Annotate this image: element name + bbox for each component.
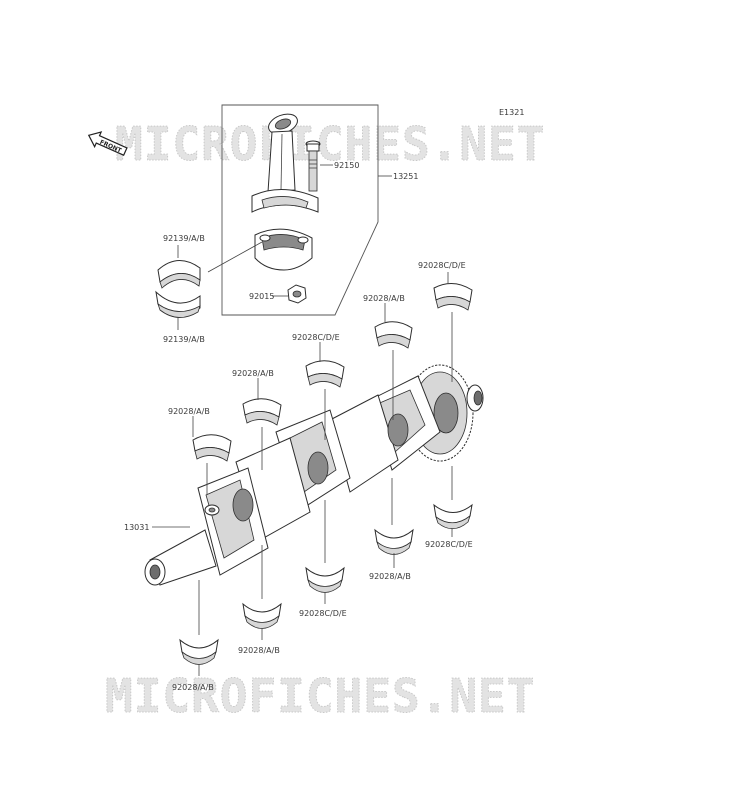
main-bearing-label-3: 92028C/D/E bbox=[292, 333, 340, 342]
main-bearing-label-8: 92028C/D/E bbox=[299, 609, 347, 618]
connecting-rod-cap bbox=[254, 228, 313, 271]
main-bearing-label-5: 92028/A/B bbox=[168, 407, 210, 416]
crankshaft bbox=[144, 364, 484, 586]
conrod-nut bbox=[287, 284, 307, 304]
main-bearing-label-9: 92028/A/B bbox=[238, 646, 280, 655]
rod-bearing-lower bbox=[155, 290, 201, 318]
main-bearing-label-2: 92028/A/B bbox=[363, 294, 405, 303]
label-conrod-bolt: 92150 bbox=[334, 161, 359, 170]
watermark-bottom: MICROFICHES.NET bbox=[105, 669, 535, 723]
main-bearing-4 bbox=[242, 398, 282, 426]
diagram-code: E1321 bbox=[499, 108, 524, 117]
main-bearing-label-6: 92028C/D/E bbox=[425, 540, 473, 549]
main-bearing-7 bbox=[374, 528, 414, 555]
conrod-assy-frame bbox=[221, 104, 379, 316]
rod-bearing-upper bbox=[157, 260, 201, 289]
label-bearing-lower: 92139/A/B bbox=[163, 335, 205, 344]
conrod-bolt bbox=[305, 140, 321, 192]
label-conrod-assy: 13251 bbox=[393, 172, 418, 181]
main-bearing-2 bbox=[374, 321, 413, 349]
watermark-top: MICROFICHES.NET bbox=[115, 117, 545, 171]
main-bearing-label-1: 92028C/D/E bbox=[418, 261, 466, 270]
main-bearing-8 bbox=[305, 566, 345, 593]
main-bearing-5 bbox=[192, 434, 232, 462]
leader-rod-bearing bbox=[207, 241, 263, 273]
label-crankshaft: 13031 bbox=[124, 523, 149, 532]
main-bearing-10 bbox=[179, 638, 219, 665]
label-bearing-upper: 92139/A/B bbox=[163, 234, 205, 243]
main-bearing-9 bbox=[242, 602, 282, 629]
main-bearing-1 bbox=[433, 283, 473, 311]
main-bearing-label-4: 92028/A/B bbox=[232, 369, 274, 378]
connecting-rod bbox=[251, 113, 319, 213]
main-bearing-label-7: 92028/A/B bbox=[369, 572, 411, 581]
main-bearing-3 bbox=[305, 360, 345, 388]
main-bearing-label-10: 92028/A/B bbox=[172, 683, 214, 692]
label-conrod-nut: 92015 bbox=[249, 292, 274, 301]
main-bearing-6 bbox=[433, 503, 473, 530]
